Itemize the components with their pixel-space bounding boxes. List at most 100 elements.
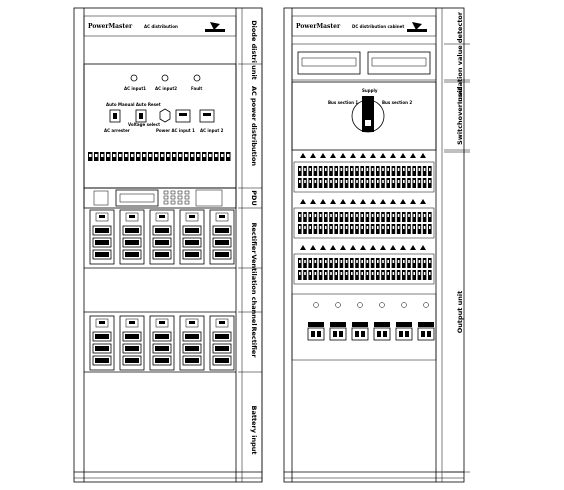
fuse-icon xyxy=(370,245,376,250)
fuse-icon xyxy=(380,245,386,250)
fuse-icon xyxy=(310,153,316,158)
label-ventilation: Ventilation channel xyxy=(250,254,258,325)
indicator-icon xyxy=(313,302,319,308)
right-dimension-ticks xyxy=(444,43,470,473)
fuse-icon xyxy=(350,199,356,204)
fuse-icon xyxy=(400,199,406,204)
keypad-key xyxy=(163,200,169,205)
breaker-row xyxy=(88,152,231,161)
fuse-icon xyxy=(350,153,356,158)
indicator-icon xyxy=(401,302,407,308)
fuse-icon xyxy=(310,245,316,250)
fuse-icon xyxy=(360,245,366,250)
lamp-label-1: AC input1 xyxy=(124,86,146,91)
indicator-icon xyxy=(423,302,429,308)
fuse-icon xyxy=(340,245,346,250)
fuse-icon xyxy=(320,245,326,250)
fuse-icon xyxy=(370,199,376,204)
supply-label: Supply xyxy=(362,88,378,93)
output-breaker xyxy=(329,327,347,341)
lamp-label-3: Fault xyxy=(191,86,202,91)
indicator-icon xyxy=(379,302,385,308)
fuse-icon xyxy=(400,245,406,250)
fuse-icon xyxy=(380,153,386,158)
keypad-key xyxy=(184,200,190,205)
label-diode: Diode distri unit xyxy=(250,20,258,80)
bus-label-1: Bus section 1 xyxy=(328,100,358,105)
rectifier-row-1 xyxy=(89,209,235,265)
output-breaker xyxy=(417,327,435,341)
keypad-key xyxy=(163,195,169,200)
fuse-icon xyxy=(320,199,326,204)
fuse-icon xyxy=(340,153,346,158)
right-cabinet: PowerMaster DC distribution cabinet Supp… xyxy=(283,7,470,483)
indicator-lamps xyxy=(130,74,201,82)
main-switch xyxy=(351,96,385,133)
fuse-icon xyxy=(300,153,306,158)
output-breaker xyxy=(395,327,413,341)
left-title: PowerMaster xyxy=(88,23,133,30)
label-rectifier-1: Rectifier xyxy=(250,222,258,254)
panel-switches xyxy=(109,108,215,123)
label-output: Output unit xyxy=(456,291,464,334)
fuse-icon xyxy=(410,245,416,250)
pdu-unit xyxy=(93,189,223,207)
fuse-icon xyxy=(330,199,336,204)
insulation-detector xyxy=(297,51,431,75)
bus-label-2: Bus section 2 xyxy=(382,100,412,105)
right-subtitle: DC distribution cabinet xyxy=(352,24,404,29)
rectifier-row-2 xyxy=(89,315,235,371)
lamp-label-2: AC input2 xyxy=(155,86,177,91)
keypad-key xyxy=(177,195,183,200)
fuse-icon xyxy=(320,153,326,158)
fuse-icon xyxy=(330,245,336,250)
right-title: PowerMaster xyxy=(296,23,341,30)
fuse-icon xyxy=(300,199,306,204)
fuse-icon xyxy=(420,245,426,250)
left-subtitle: AC distribution xyxy=(144,24,178,29)
keypad-key xyxy=(177,190,183,195)
indicator-icon xyxy=(335,302,341,308)
breaker-bank-3 xyxy=(293,245,435,285)
fuse-icon xyxy=(300,245,306,250)
indicator-icon xyxy=(357,302,363,308)
label-battery: Battery input xyxy=(250,406,258,455)
output-breaker xyxy=(351,327,369,341)
fuse-icon xyxy=(410,199,416,204)
keypad-key xyxy=(184,195,190,200)
mode-label: Auto Manual Auto Reset xyxy=(106,102,161,107)
fuse-icon xyxy=(360,199,366,204)
fuse-icon xyxy=(390,245,396,250)
breaker-bank-1 xyxy=(293,153,435,193)
keypad-key xyxy=(170,195,176,200)
panel-label-3: Power AC input 1 xyxy=(156,128,195,133)
label-insulation: Insulation value detector xyxy=(456,11,464,104)
label-pdu: PDU xyxy=(250,190,258,205)
fuse-icon xyxy=(330,153,336,158)
label-rectifier-2: Rectifier xyxy=(250,326,258,358)
output-unit xyxy=(307,302,435,341)
keypad-key xyxy=(184,190,190,195)
fuse-icon xyxy=(420,153,426,158)
fuse-icon xyxy=(340,199,346,204)
fuse-icon xyxy=(420,199,426,204)
keypad-key xyxy=(170,190,176,195)
left-cabinet: PowerMaster AC distribution AC input1 AC… xyxy=(73,7,263,483)
fuse-icon xyxy=(390,199,396,204)
fuse-icon xyxy=(390,153,396,158)
logo-icon xyxy=(205,22,225,32)
label-ac-power: AC power distribution xyxy=(250,86,258,166)
fuse-icon xyxy=(350,245,356,250)
fuse-icon xyxy=(380,199,386,204)
fuse-icon xyxy=(400,153,406,158)
fuse-icon xyxy=(360,153,366,158)
keypad-key xyxy=(163,190,169,195)
fuse-icon xyxy=(410,153,416,158)
fuse-icon xyxy=(370,153,376,158)
keypad-key xyxy=(177,200,183,205)
panel-label-1: AC arrester xyxy=(104,128,130,133)
left-dimension-ticks xyxy=(238,63,262,373)
keypad-key xyxy=(170,200,176,205)
output-breaker xyxy=(373,327,391,341)
